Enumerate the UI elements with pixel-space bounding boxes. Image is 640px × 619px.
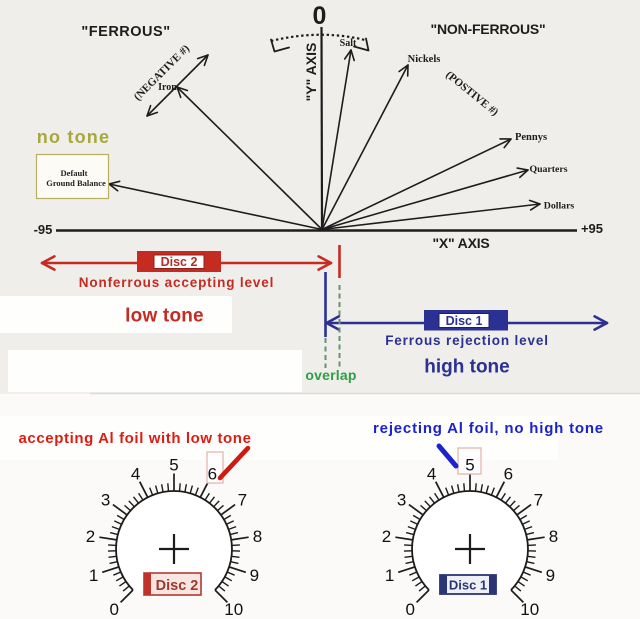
svg-text:high tone: high tone: [424, 357, 509, 378]
svg-text:10: 10: [520, 600, 539, 619]
svg-text:4: 4: [427, 465, 436, 484]
svg-text:Disc 2: Disc 2: [161, 255, 198, 269]
svg-text:6: 6: [504, 465, 513, 484]
svg-text:4: 4: [131, 465, 140, 484]
svg-text:Ferrous rejection level: Ferrous rejection level: [385, 333, 549, 348]
svg-text:rejecting Al foil, no high ton: rejecting Al foil, no high tone: [373, 420, 604, 437]
svg-text:Disc 2: Disc 2: [156, 578, 199, 594]
svg-text:3: 3: [397, 490, 406, 509]
svg-text:0: 0: [406, 600, 415, 619]
svg-text:Dollars: Dollars: [544, 201, 575, 212]
svg-text:Nonferrous accepting level: Nonferrous accepting level: [79, 275, 274, 290]
svg-text:no tone: no tone: [37, 127, 110, 147]
svg-text:low tone: low tone: [125, 306, 204, 327]
svg-text:"Y" AXIS: "Y" AXIS: [303, 43, 319, 102]
svg-text:Ground Balance: Ground Balance: [46, 178, 106, 188]
svg-text:+95: +95: [581, 221, 603, 236]
svg-text:1: 1: [89, 566, 98, 585]
svg-text:3: 3: [101, 490, 110, 509]
svg-text:2: 2: [382, 527, 391, 546]
svg-text:8: 8: [253, 527, 262, 546]
svg-text:10: 10: [224, 600, 243, 619]
svg-text:Iron: Iron: [158, 82, 177, 93]
svg-text:8: 8: [549, 527, 558, 546]
svg-text:-95: -95: [34, 222, 53, 237]
svg-text:overlap: overlap: [305, 367, 356, 383]
svg-text:"NON-FERROUS": "NON-FERROUS": [431, 21, 546, 37]
svg-text:7: 7: [238, 490, 247, 509]
svg-text:1: 1: [385, 566, 394, 585]
svg-text:Salt: Salt: [340, 38, 357, 49]
svg-text:9: 9: [546, 566, 555, 585]
svg-text:"X" AXIS: "X" AXIS: [432, 235, 489, 251]
svg-text:Nickels: Nickels: [408, 54, 441, 65]
svg-text:Default: Default: [61, 168, 88, 178]
svg-text:Quarters: Quarters: [529, 164, 567, 175]
svg-text:5: 5: [169, 456, 178, 475]
svg-text:"FERROUS": "FERROUS": [81, 24, 170, 40]
svg-text:Pennys: Pennys: [515, 132, 547, 143]
svg-text:accepting Al foil with low ton: accepting Al foil with low tone: [18, 430, 251, 447]
svg-text:Disc 1: Disc 1: [446, 314, 483, 328]
svg-text:0: 0: [110, 600, 119, 619]
svg-text:2: 2: [86, 527, 95, 546]
svg-text:7: 7: [534, 490, 543, 509]
svg-text:0: 0: [313, 2, 327, 30]
svg-text:5: 5: [465, 456, 474, 475]
svg-text:Disc 1: Disc 1: [449, 578, 487, 593]
svg-text:6: 6: [208, 465, 217, 484]
svg-text:9: 9: [250, 566, 259, 585]
